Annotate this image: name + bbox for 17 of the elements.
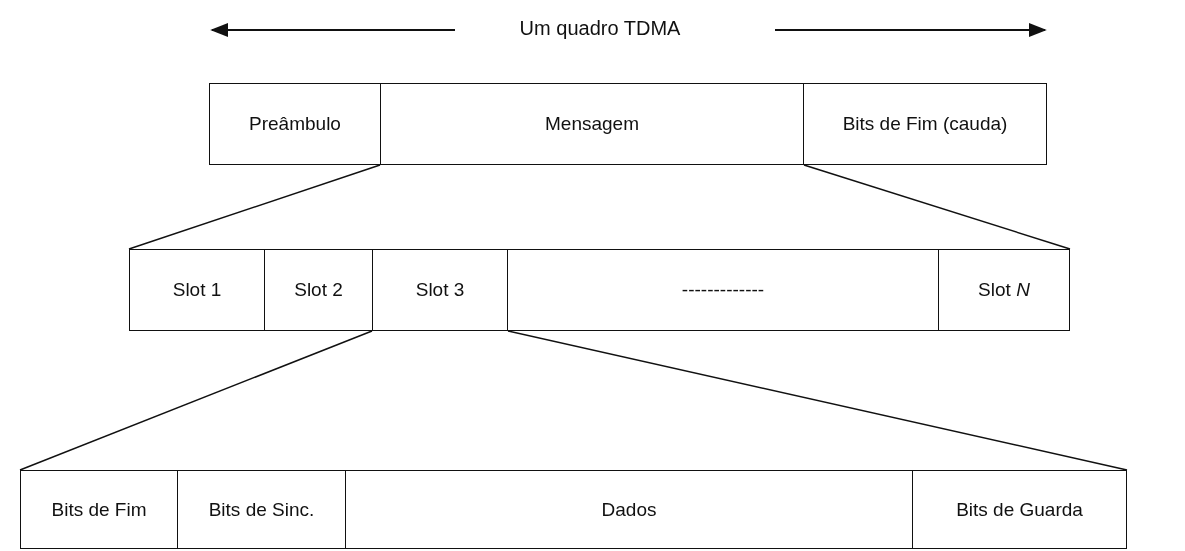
frame-field: Slot 1	[129, 249, 265, 331]
frame-field: Bits de Fim (cauda)	[803, 83, 1047, 165]
frame-length-label: Um quadro TDMA	[519, 17, 681, 40]
frame-field: Slot N	[938, 249, 1070, 331]
expansion-line	[803, 164, 1071, 250]
frame-field: -------------	[507, 249, 939, 331]
frame-field: Bits de Sinc.	[177, 470, 346, 549]
frame-field: Slot 3	[372, 249, 508, 331]
expansion-line	[19, 330, 373, 471]
frame-field: Bits de Guarda	[912, 470, 1127, 549]
frame-field: Bits de Fim	[20, 470, 178, 549]
frame-field: Slot 2	[264, 249, 373, 331]
expansion-line	[128, 164, 381, 250]
frame-field: Preâmbulo	[209, 83, 381, 165]
frame-field: Mensagem	[380, 83, 804, 165]
frame-field: Dados	[345, 470, 913, 549]
expansion-line	[507, 330, 1128, 471]
